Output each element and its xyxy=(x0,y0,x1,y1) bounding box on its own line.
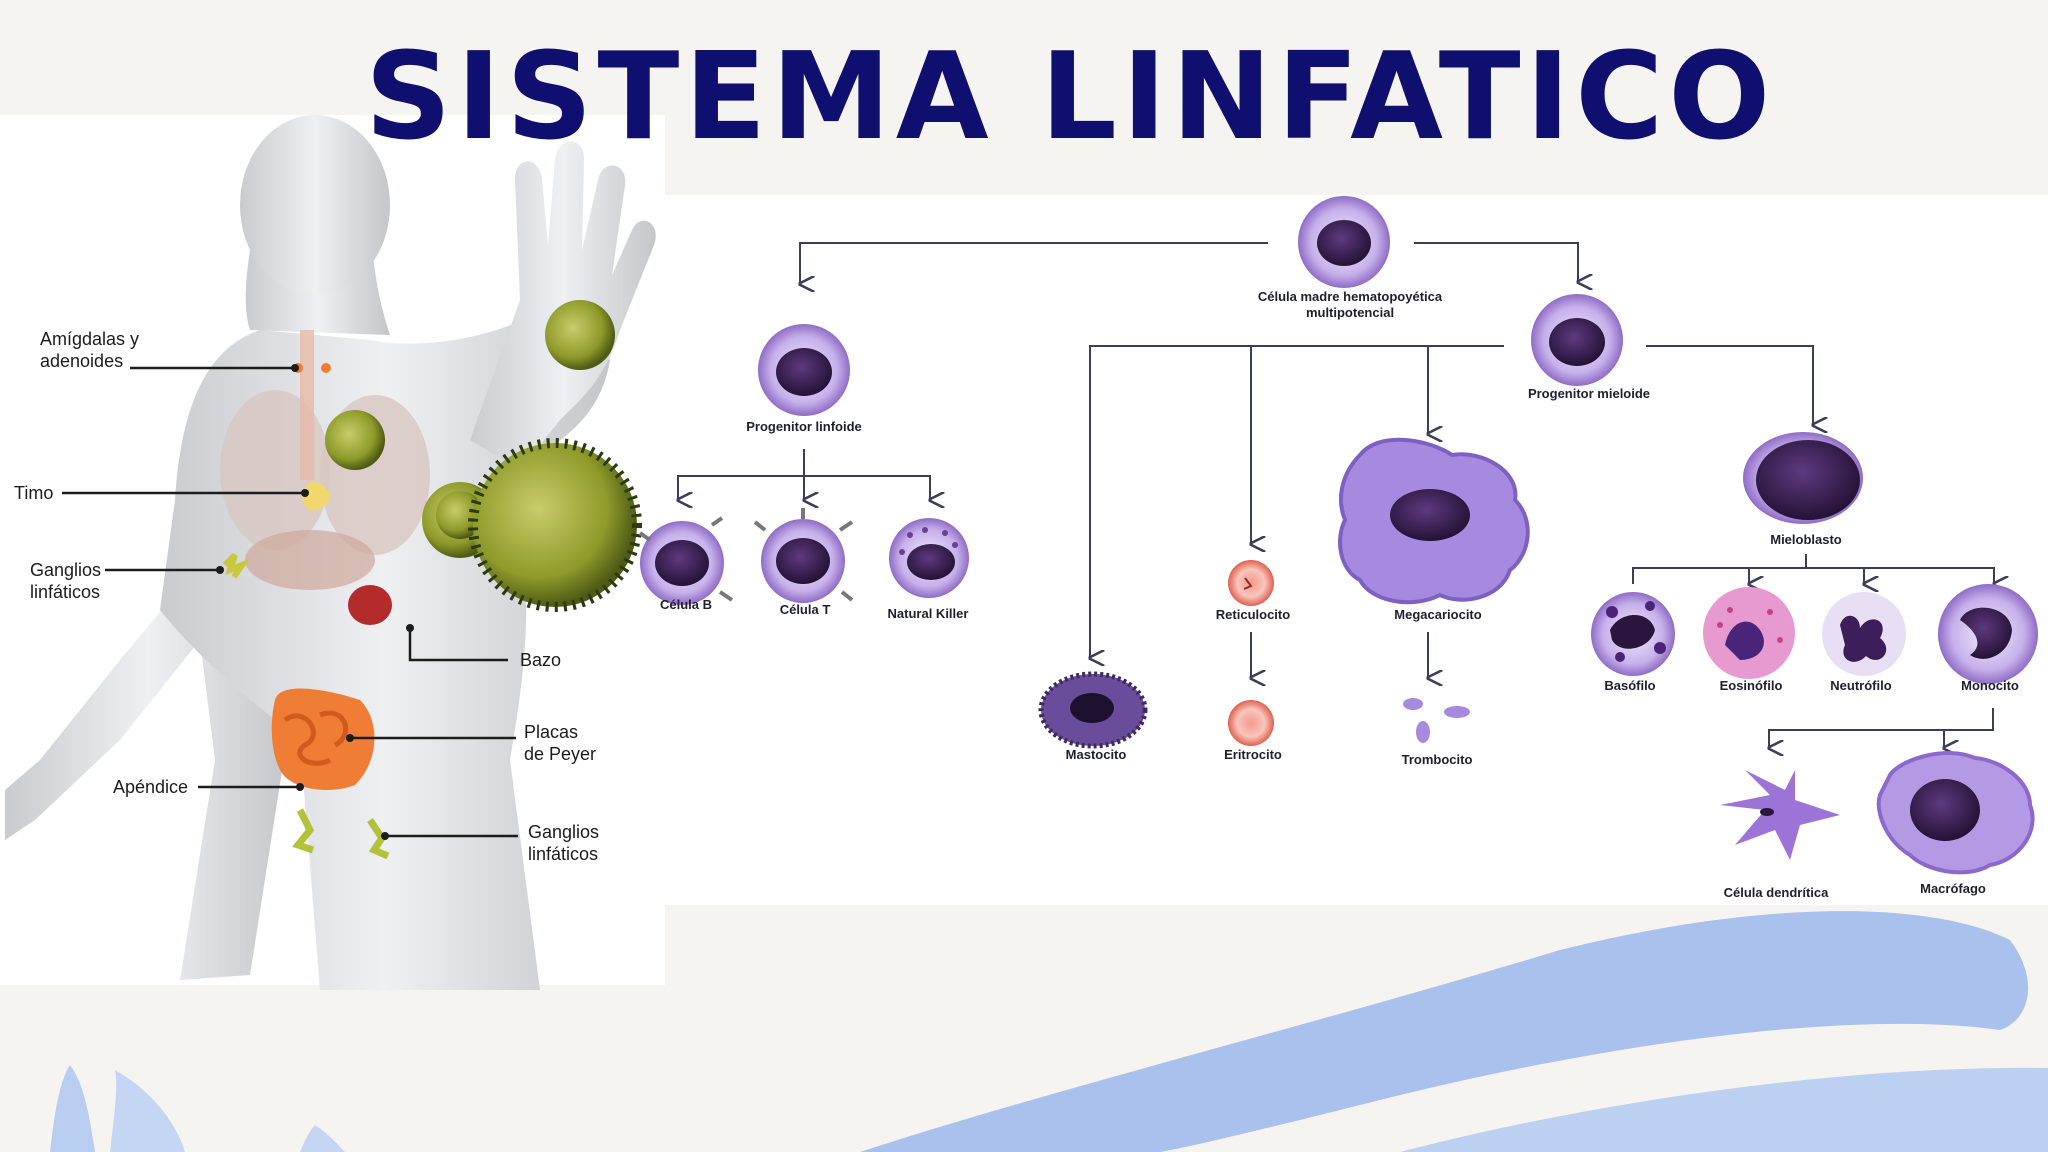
lineage-lines xyxy=(678,242,1994,748)
label-macrophage: Macrófago xyxy=(1920,881,1986,896)
label-neutrophil: Neutrófilo xyxy=(1830,678,1891,693)
label-t-cell: Célula T xyxy=(780,602,831,617)
label-appendix: Apéndice xyxy=(113,777,188,797)
lymphoid-progenitor-cell xyxy=(758,324,850,416)
stem-cell xyxy=(1298,196,1390,288)
label-dendritic: Célula dendrítica xyxy=(1724,885,1830,900)
label-mast: Mastocito xyxy=(1066,747,1127,762)
upper-lymph-node xyxy=(222,552,250,579)
label-monocyte: Monocito xyxy=(1961,678,2019,693)
label-megakaryocyte: Megacariocito xyxy=(1394,607,1481,622)
label-spleen: Bazo xyxy=(520,650,561,670)
label-lymphoid-progenitor: Progenitor linfoide xyxy=(746,419,862,434)
myeloblast xyxy=(1743,432,1863,524)
basophil xyxy=(1591,592,1675,676)
label-nk: Natural Killer xyxy=(888,606,969,621)
megakaryocyte xyxy=(1338,437,1530,605)
label-reticulocyte: Reticulocito xyxy=(1216,607,1290,622)
viruses xyxy=(325,300,642,612)
slide-title: SISTEMA LINFATICO xyxy=(365,28,1776,167)
label-b-cell: Célula B xyxy=(660,597,712,612)
dendritic-cell xyxy=(1720,770,1840,860)
label-thymus: Timo xyxy=(14,483,53,503)
platelets xyxy=(1403,698,1470,743)
myeloid-progenitor-cell xyxy=(1531,294,1623,386)
eosinophil xyxy=(1703,587,1795,679)
monocyte xyxy=(1938,584,2038,684)
label-erythrocyte: Eritrocito xyxy=(1224,747,1282,762)
thymus xyxy=(302,481,331,511)
label-eosinophil: Eosinófilo xyxy=(1720,678,1783,693)
spleen xyxy=(348,585,392,625)
label-platelets: Trombocito xyxy=(1402,752,1473,767)
reticulocyte xyxy=(1228,560,1274,606)
label-basophil: Basófilo xyxy=(1604,678,1655,693)
macrophage xyxy=(1876,751,2035,875)
nk-cell xyxy=(889,518,969,598)
mast-cell xyxy=(1038,671,1148,749)
erythrocyte xyxy=(1228,700,1274,746)
t-cell xyxy=(753,508,854,603)
neutrophil xyxy=(1822,592,1906,676)
b-cell xyxy=(638,516,734,605)
lower-lymph-nodes xyxy=(292,808,390,860)
anatomy-leader-lines xyxy=(62,366,518,838)
label-myeloblast: Mieloblasto xyxy=(1770,532,1842,547)
label-myeloid-progenitor: Progenitor mieloide xyxy=(1528,386,1650,401)
